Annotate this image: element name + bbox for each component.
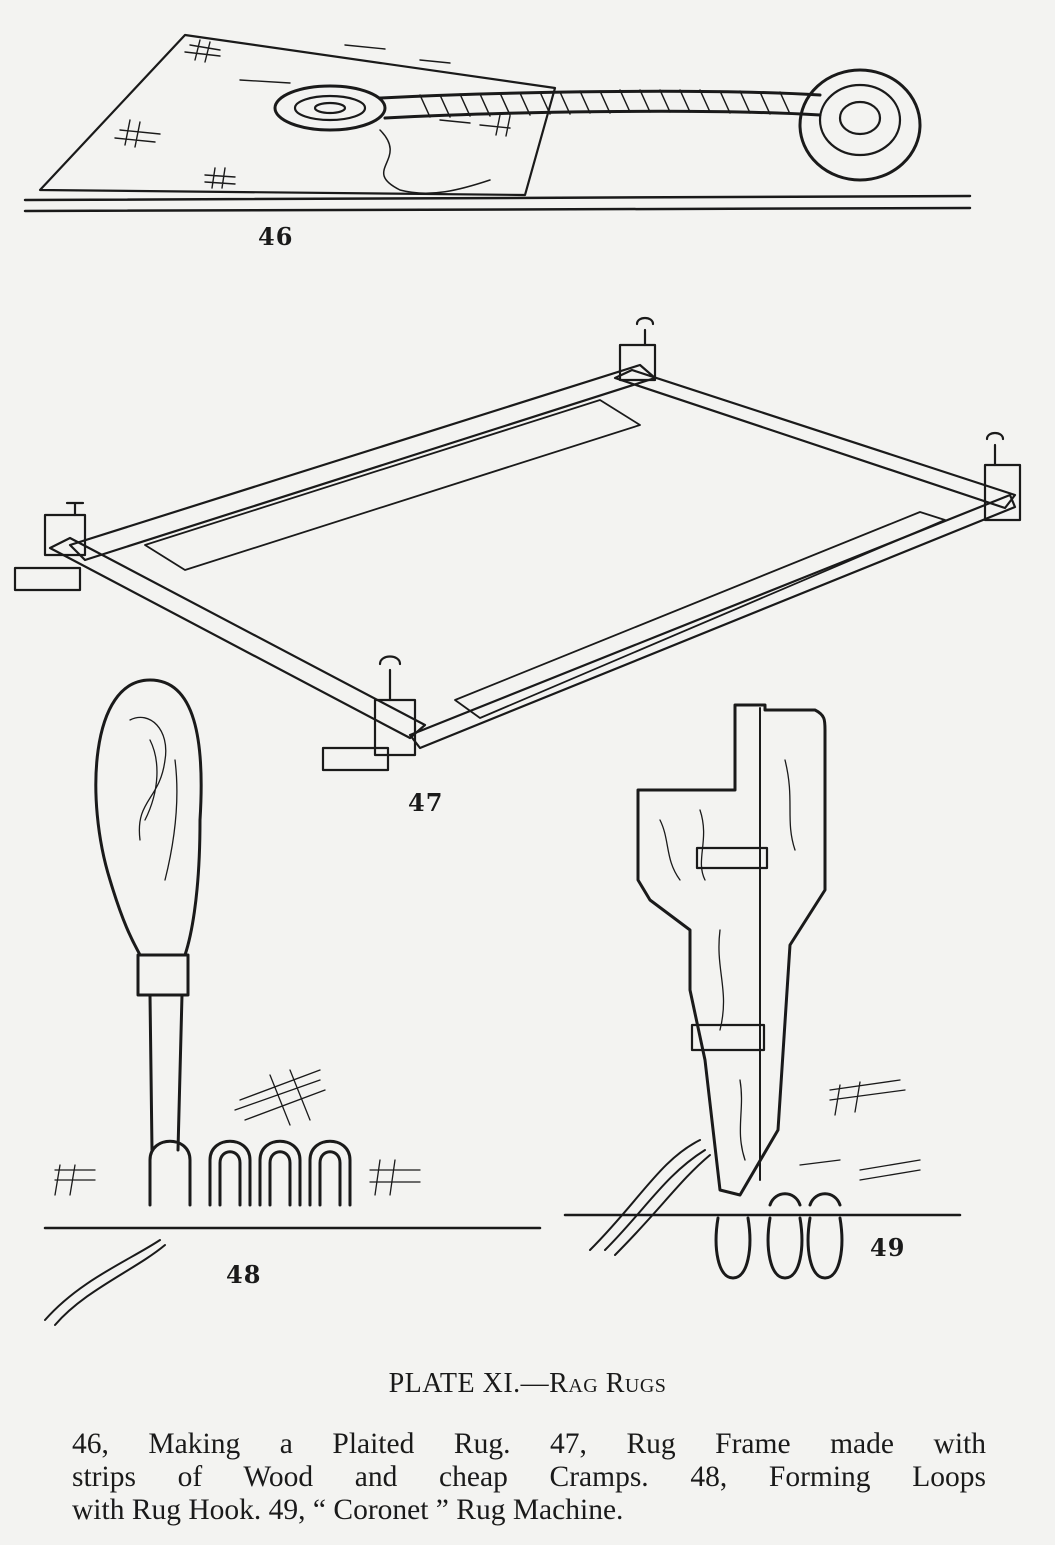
hook-handle [94,678,203,957]
wood-end-right [321,746,390,772]
plate-title: PLATE XI.—Rag Rugs [0,1368,1055,1400]
hook-ferrule [136,953,190,997]
hook-shaft [148,993,184,1152]
plate-title-main: PLATE XI.— [388,1368,550,1399]
figure-number-48: 48 [226,1260,262,1289]
figure-number-47: 47 [408,788,444,817]
plate-title-sub: Rag Rugs [549,1368,667,1399]
figure-49-coronet-machine [563,703,962,1280]
frame-rail-right [408,493,1017,750]
frame-bar-back [613,368,1017,510]
rug-coil-large [798,68,922,182]
caption-line-2: strips of Wood and cheap Cramps. 48, For… [72,1461,986,1493]
frame-rail-left [68,363,657,562]
canvas-strip-top [144,399,641,571]
figure-48-rug-hook [43,678,542,1326]
plait-rope [378,89,822,120]
rug-loops [148,1139,352,1207]
cramp-clamps [43,316,1022,757]
yarn-strands [589,1139,711,1256]
table-edge-top [23,194,972,202]
canvas-hatching [114,39,511,189]
frame-bar-front [48,536,427,740]
rug-coil-small [273,84,387,132]
figure-46-plaited-rug [23,33,972,213]
figure-number-46: 46 [258,222,294,251]
figure-number-49: 49 [870,1233,906,1262]
canvas-sheet [38,33,557,197]
wood-end-left [13,566,82,592]
table-edge-bottom [23,206,972,213]
caption-line-1: 46, Making a Plaited Rug. 47, Rug Frame … [72,1428,986,1460]
machine-band-bottom [690,1023,766,1052]
canvas-strip-bottom [454,511,946,719]
caption-line-3: with Rug Hook. 49, “ Coronet ” Rug Machi… [72,1494,624,1526]
machine-band-top [695,846,769,870]
machine-loops [714,1192,844,1280]
machine-body [636,703,827,1197]
figure-47-rug-frame [13,316,1022,772]
